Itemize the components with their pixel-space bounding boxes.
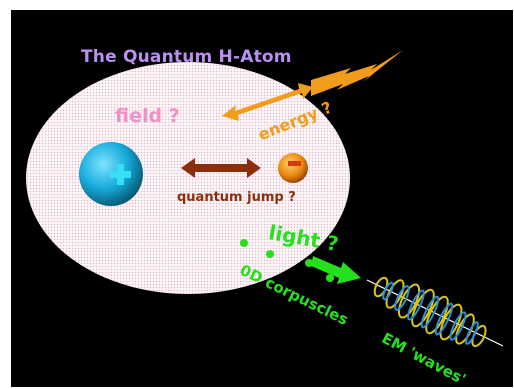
corpuscle-dots [240, 239, 334, 282]
quantum-jump-double-arrow-icon [181, 158, 261, 178]
quantum-jump-label: quantum jump ? [177, 190, 296, 205]
field-cloud [26, 62, 350, 294]
field-label: field ? [115, 105, 180, 127]
lightning-bolt-icon [311, 50, 403, 96]
nucleus [79, 142, 143, 206]
slide-title: The Quantum H-Atom [81, 47, 292, 67]
light-arrow-icon [311, 256, 361, 284]
slide-graphics [26, 50, 504, 348]
wave-packet-icon [366, 276, 504, 348]
slide: The Quantum H-Atom field ? energy ? quan… [11, 10, 513, 387]
electron [278, 153, 308, 183]
energy-double-arrow-icon [222, 83, 313, 121]
